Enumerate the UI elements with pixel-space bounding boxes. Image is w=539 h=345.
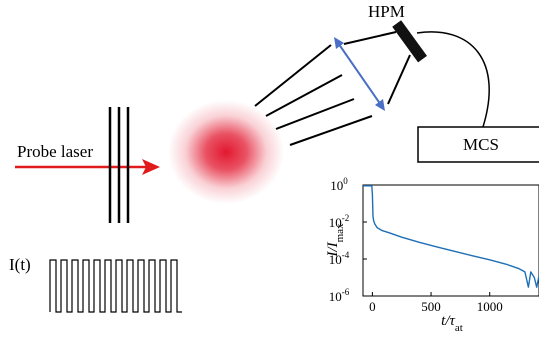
mcs-label: MCS: [463, 135, 499, 154]
lens-arrowhead-top: [334, 37, 344, 49]
x-tick-label: 500: [421, 299, 441, 314]
atom-cloud: [168, 100, 284, 204]
focused-ray-1: [343, 31, 397, 45]
inset-ticks: [363, 184, 491, 297]
y-axis-label-main: I/I: [325, 241, 341, 257]
collection-lens: [335, 39, 384, 109]
x-tick-label: 0: [369, 299, 376, 314]
x-axis-label-subscript: at: [455, 322, 463, 334]
intensity-signal-label: I(t): [9, 255, 31, 274]
pulse-waveform: [49, 259, 182, 313]
y-axis-label-subscript: max: [334, 223, 346, 242]
y-tick-label-exponent: -2: [342, 213, 350, 223]
y-tick-label-exponent: -6: [342, 287, 350, 297]
x-axis-label: t/τat: [441, 313, 463, 334]
fluorescence-ray-1: [254, 44, 332, 107]
focused-ray-2: [387, 54, 411, 105]
lens-arrowhead-bottom: [375, 99, 385, 111]
probe-laser-label: Probe laser: [17, 142, 93, 161]
mcs-box: [417, 126, 539, 163]
hpm-detector: [392, 20, 427, 63]
inset-xtick-labels: 0 500 1000: [369, 299, 503, 314]
y-tick-label: 10-2: [329, 213, 350, 230]
signal-cable: [416, 31, 490, 131]
y-tick-label-exponent: -4: [342, 250, 350, 260]
y-tick-label-base: 10: [329, 215, 342, 230]
pulse-train: [49, 259, 182, 313]
fluorescence-ray-4: [289, 115, 373, 146]
decay-trace-line: [363, 185, 539, 288]
fluorescence-ray-2: [265, 74, 343, 117]
y-tick-label-exponent: 0: [343, 176, 348, 186]
probe-laser-arrowhead: [142, 159, 160, 175]
fluorescence-ray-3: [275, 98, 355, 130]
y-tick-label: 10-6: [329, 287, 350, 304]
hpm-label: HPM: [368, 2, 405, 21]
y-tick-label: 100: [330, 176, 348, 193]
y-tick-label: 10-4: [329, 250, 350, 267]
y-tick-label-base: 10: [329, 289, 342, 304]
x-tick-label: 1000: [477, 299, 503, 314]
x-axis-label-main: t/τ: [441, 313, 455, 329]
y-axis-label: I/Imax: [325, 223, 346, 258]
inset-plot-frame: [362, 184, 539, 297]
y-tick-label-base: 10: [330, 178, 343, 193]
y-tick-label-base: 10: [329, 252, 342, 267]
